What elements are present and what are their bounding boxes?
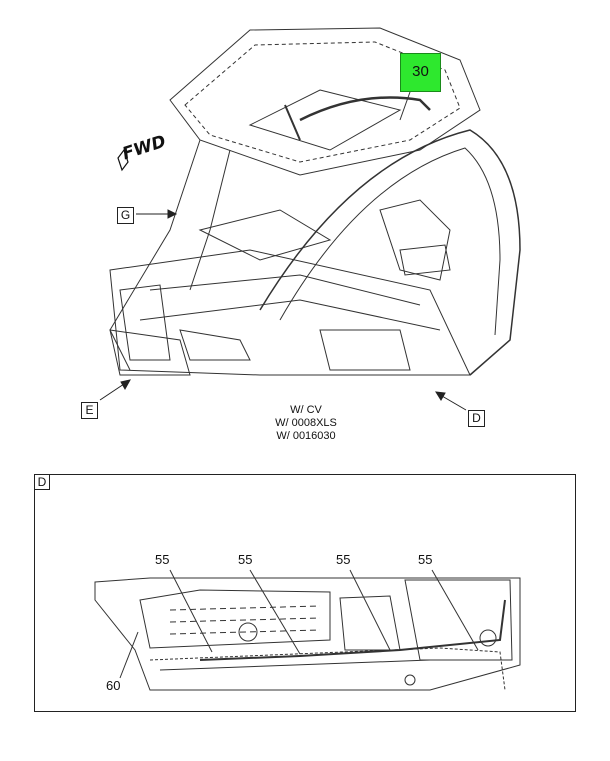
applicability-notes: W/ CV W/ 0008XLS W/ 0016030	[250, 404, 362, 443]
callout-30: 30	[400, 53, 441, 92]
callout-55: 55	[238, 552, 253, 567]
detail-view-d: D	[34, 474, 576, 712]
callout-55: 55	[336, 552, 351, 567]
view-d-label: D	[468, 410, 485, 427]
view-e-label: E	[81, 402, 98, 419]
view-g-label: G	[117, 207, 134, 224]
callout-55: 55	[418, 552, 433, 567]
note-line: W/ 0016030	[276, 430, 336, 442]
fwd-arrow-icon	[117, 148, 129, 172]
detail-d-label: D	[35, 475, 50, 490]
callout-55: 55	[155, 552, 170, 567]
note-line: W/ CV	[290, 404, 322, 416]
callout-60: 60	[106, 678, 121, 693]
note-line: W/ 0008XLS	[275, 417, 337, 429]
